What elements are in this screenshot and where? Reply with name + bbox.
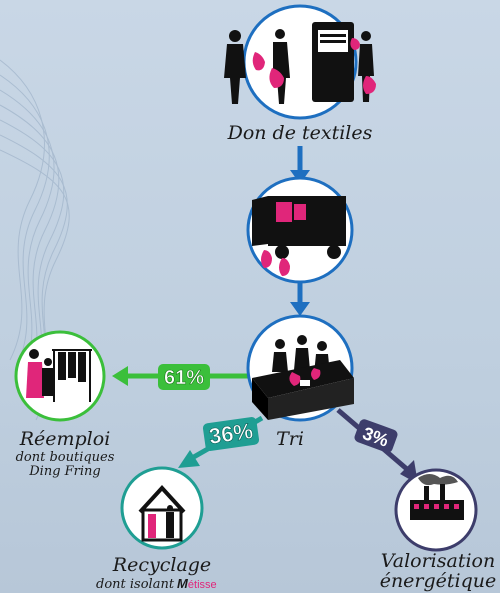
label-recyclage-sub-text: dont isolant: [96, 577, 174, 592]
label-valorisation-2: énergétique: [378, 570, 498, 592]
label-reemploi: Réemploi: [10, 428, 120, 450]
recyclage-icon: [122, 468, 202, 548]
valorisation-icon: [396, 470, 476, 550]
don-icon: [224, 6, 376, 118]
metisse-logo-m: M: [177, 576, 188, 591]
label-reemploi-sub2: Ding Fring: [10, 464, 120, 479]
truck-icon: [248, 178, 352, 282]
label-recyclage: Recyclage: [112, 554, 212, 576]
label-reemploi-sub1: dont boutiques: [10, 450, 120, 465]
label-don: Don de textiles: [220, 122, 380, 144]
reemploi-icon: [16, 332, 104, 420]
label-valorisation-1: Valorisation: [378, 550, 498, 572]
tri-icon: [248, 316, 354, 420]
label-tri: Tri: [270, 428, 310, 450]
metisse-logo-rest: étisse: [188, 579, 217, 591]
